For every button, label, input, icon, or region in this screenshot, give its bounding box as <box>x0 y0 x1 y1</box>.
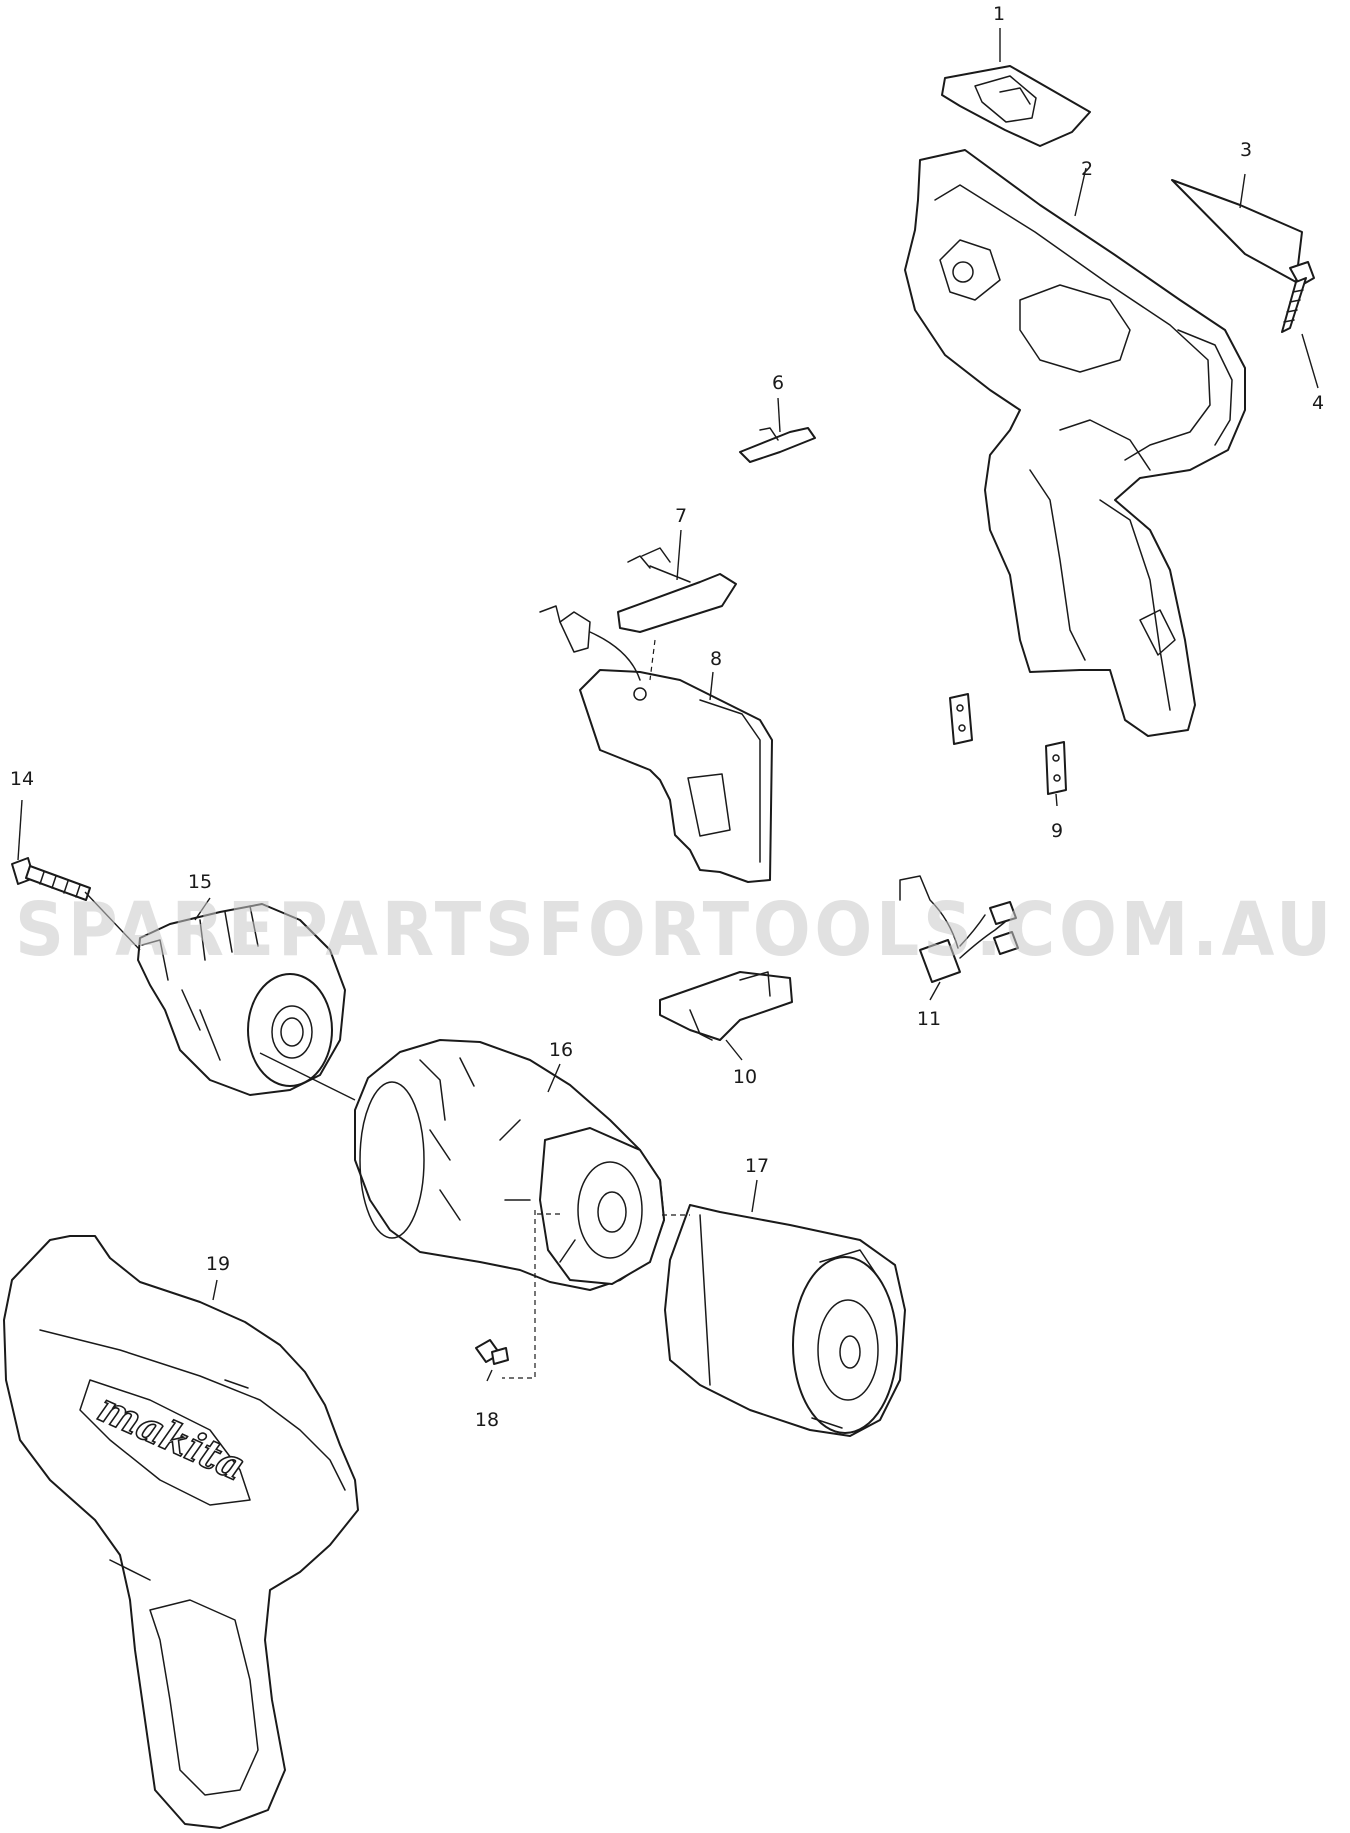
callout-7: 7 <box>675 505 687 527</box>
part-17-motor <box>664 1204 906 1437</box>
part-6-spring <box>739 427 816 463</box>
callout-labels: 1 2 3 4 6 7 8 9 10 11 14 15 16 17 18 19 <box>10 3 1324 1431</box>
part-16-gear-assembly <box>354 1039 665 1291</box>
part-2-housing-right <box>904 149 1246 737</box>
part-3-nameplate <box>1171 179 1303 283</box>
part-10-terminal <box>659 971 793 1041</box>
callout-14: 14 <box>10 768 34 790</box>
watermark-text: SPAREPARTSFORTOOLS.COM.AU <box>15 887 1335 973</box>
part-19-housing-left: makita <box>3 1235 359 1829</box>
part-1-cover-plate <box>941 65 1091 147</box>
callout-10: 10 <box>733 1066 757 1088</box>
callout-11: 11 <box>917 1008 941 1030</box>
callout-16: 16 <box>549 1039 573 1061</box>
leader-lines <box>17 28 1319 1382</box>
part-7-lever <box>617 547 737 633</box>
part-14-screw <box>11 857 91 901</box>
part-8-switch <box>539 605 773 883</box>
part-11-suppressor <box>899 875 1019 983</box>
callout-3: 3 <box>1240 139 1252 161</box>
part-4-screw <box>1281 261 1315 333</box>
callout-17: 17 <box>745 1155 769 1177</box>
part-18-screw <box>475 1339 509 1365</box>
callout-9: 9 <box>1051 820 1063 842</box>
callout-19: 19 <box>206 1253 230 1275</box>
callout-1: 1 <box>993 3 1005 25</box>
callout-15: 15 <box>188 871 212 893</box>
callout-2: 2 <box>1081 158 1093 180</box>
part-9-plates <box>949 693 1067 795</box>
callout-6: 6 <box>772 372 784 394</box>
callout-8: 8 <box>710 648 722 670</box>
callout-4: 4 <box>1312 392 1324 414</box>
callout-18: 18 <box>475 1409 499 1431</box>
